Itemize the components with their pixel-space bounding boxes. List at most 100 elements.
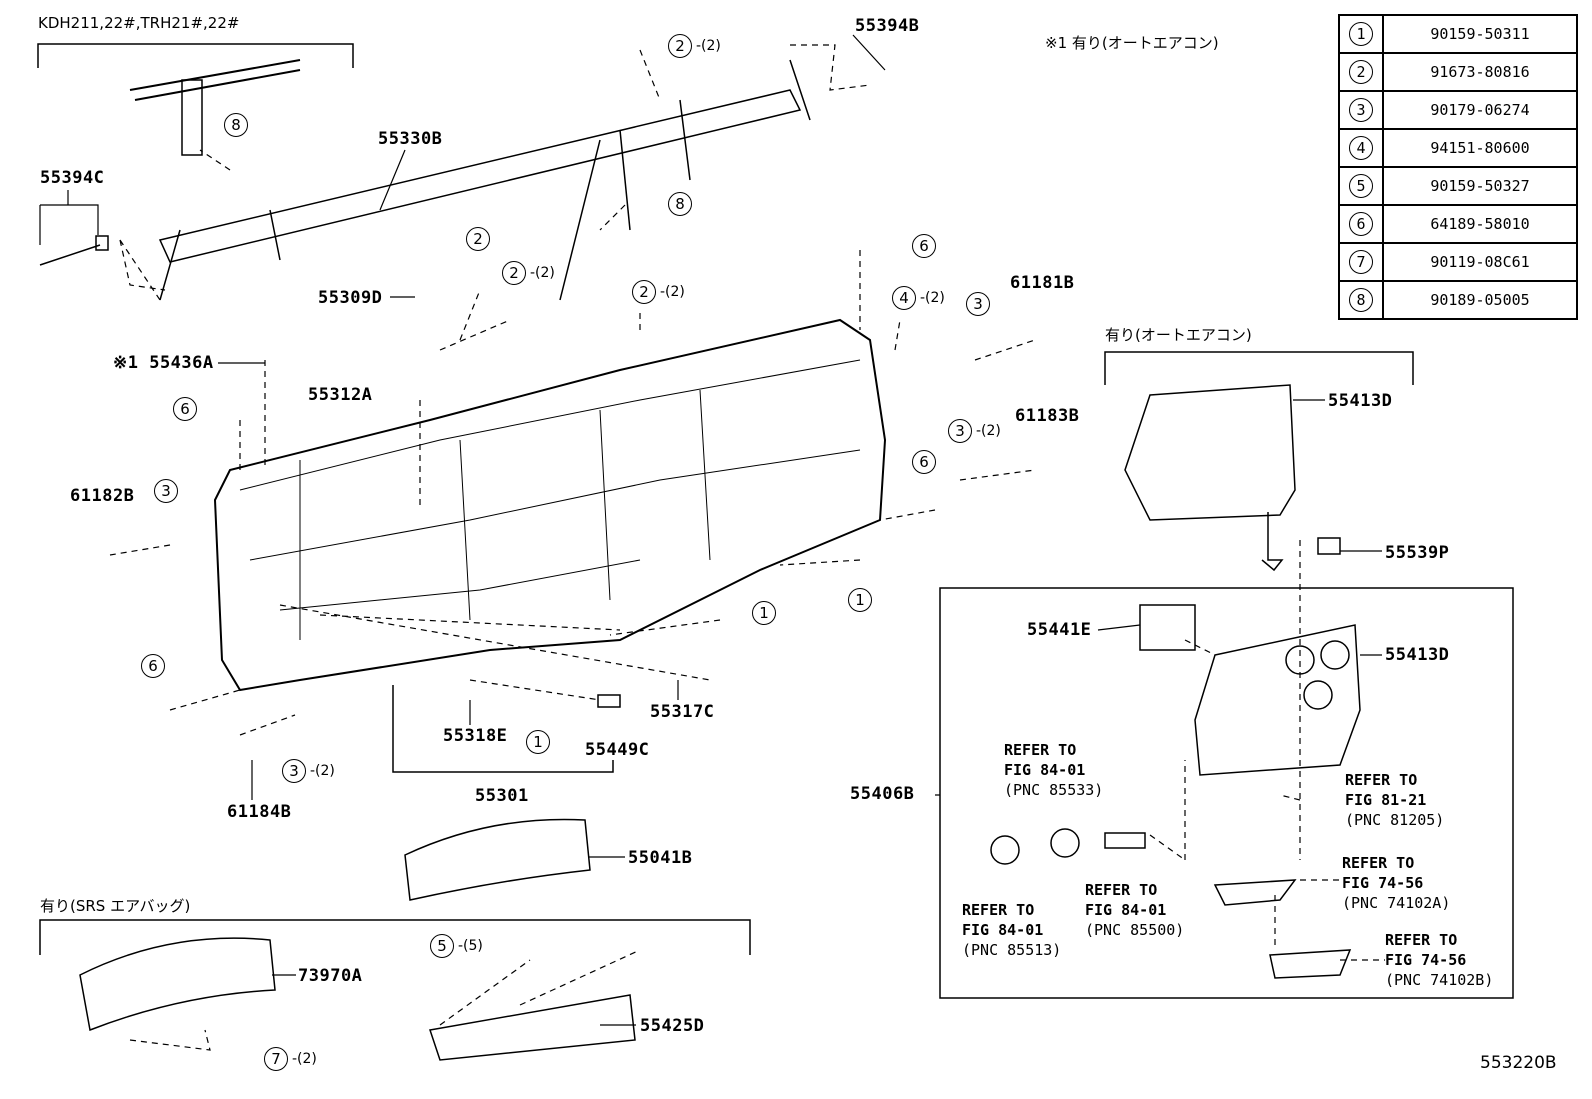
fastener-callout[interactable]: 1 (752, 601, 776, 625)
ref-pnc: (PNC 85500) (1085, 921, 1185, 939)
fastener-callout[interactable]: 8 (668, 192, 692, 216)
model-bracket (37, 43, 354, 68)
ref-figure: FIG 74-56 (1342, 874, 1424, 892)
fastener-callout[interactable]: 3-(2) (948, 419, 1001, 443)
part-55436A[interactable]: ※1 55436A (113, 353, 214, 373)
fastener-callout[interactable]: 3 (154, 479, 178, 503)
fastener-callout[interactable]: 8 (224, 113, 248, 137)
legend-part-number[interactable]: 94151-80600 (1382, 128, 1578, 168)
callout-number: 7 (264, 1047, 288, 1071)
legend-part-number[interactable]: 90159-50327 (1382, 166, 1578, 206)
ref-label: REFER TO (962, 901, 1035, 919)
callout-quantity: -(2) (530, 265, 555, 281)
part-55330B[interactable]: 55330B (378, 129, 443, 149)
ref-pnc: (PNC 85533) (1004, 781, 1104, 799)
part-61181B[interactable]: 61181B (1010, 273, 1075, 293)
part-61182B[interactable]: 61182B (70, 486, 135, 506)
callout-number: 1 (752, 601, 776, 625)
part-73970A[interactable]: 73970A (298, 966, 363, 986)
callout-number: 8 (224, 113, 248, 137)
airbag-assembly (79, 937, 276, 1032)
legend-part-number[interactable]: 91673-80816 (1382, 52, 1578, 92)
part-55406B[interactable]: 55406B (850, 784, 915, 804)
legend-part-number[interactable]: 90179-06274 (1382, 90, 1578, 130)
fastener-callout[interactable]: 1 (526, 730, 550, 754)
fastener-callout[interactable]: 5-(5) (430, 934, 483, 958)
callout-number: 2 (668, 34, 692, 58)
callout-quantity: -(2) (292, 1051, 317, 1067)
auto-ac-note: ※1 有り(オートエアコン) (1045, 34, 1219, 52)
callout-number: 1 (526, 730, 550, 754)
legend-number: 1 (1338, 14, 1384, 54)
part-61184B[interactable]: 61184B (227, 802, 292, 822)
fastener-callout[interactable]: 6 (173, 397, 197, 421)
part-61183B[interactable]: 61183B (1015, 406, 1080, 426)
auto-ac-bracket (1104, 351, 1414, 385)
callout-number: 5 (430, 934, 454, 958)
part-55441E[interactable]: 55441E (1027, 620, 1092, 640)
callout-number: 6 (912, 450, 936, 474)
ref-pnc: (PNC 81205) (1345, 811, 1445, 829)
callout-number: 3 (154, 479, 178, 503)
callout-number: 2 (632, 280, 656, 304)
ref-pnc: (PNC 85513) (962, 941, 1062, 959)
fastener-callout[interactable]: 1 (848, 588, 872, 612)
ref-figure: FIG 81-21 (1345, 791, 1427, 809)
legend-number: 8 (1338, 280, 1384, 320)
part-55309D[interactable]: 55309D (318, 288, 383, 308)
legend-part-number[interactable]: 90119-08C61 (1382, 242, 1578, 282)
fastener-callout[interactable]: 6 (141, 654, 165, 678)
fastener-callout[interactable]: 2 (466, 227, 490, 251)
legend-part-number[interactable]: 90189-05005 (1382, 280, 1578, 320)
fastener-callout[interactable]: 2-(2) (632, 280, 685, 304)
part-55318E[interactable]: 55318E (443, 726, 508, 746)
fastener-callout[interactable]: 7-(2) (264, 1047, 317, 1071)
part-55425D[interactable]: 55425D (640, 1016, 705, 1036)
drawing-code: 553220B (1480, 1053, 1557, 1073)
part-55317C[interactable]: 55317C (650, 702, 715, 722)
callout-quantity: -(5) (458, 938, 483, 954)
legend-part-number[interactable]: 64189-58010 (1382, 204, 1578, 244)
legend-number: 7 (1338, 242, 1384, 282)
callout-number: 8 (668, 192, 692, 216)
part-55413D-upper[interactable]: 55413D (1328, 391, 1393, 411)
part-55394B[interactable]: 55394B (855, 16, 920, 36)
part-55539P[interactable]: 55539P (1385, 543, 1450, 563)
fastener-callout[interactable]: 3 (966, 292, 990, 316)
instrument-panel (213, 318, 887, 692)
fastener-callout[interactable]: 6 (912, 234, 936, 258)
part-55312A[interactable]: 55312A (308, 385, 373, 405)
ref-pnc: (PNC 74102B) (1385, 971, 1494, 989)
ref-figure: FIG 84-01 (1085, 901, 1167, 919)
fastener-callout[interactable]: 3-(2) (282, 759, 335, 783)
part-55394C[interactable]: 55394C (40, 168, 105, 188)
part-55449C[interactable]: 55449C (585, 740, 650, 760)
fastener-callout[interactable]: 4-(2) (892, 286, 945, 310)
part-55041B[interactable]: 55041B (628, 848, 693, 868)
part-55413D-lower[interactable]: 55413D (1385, 645, 1450, 665)
legend-number: 3 (1338, 90, 1384, 130)
fastener-callout[interactable]: 6 (912, 450, 936, 474)
ref-pnc: (PNC 74102A) (1342, 894, 1451, 912)
callout-quantity: -(2) (976, 423, 1001, 439)
fastener-callout[interactable]: 2-(2) (668, 34, 721, 58)
part-55301[interactable]: 55301 (475, 786, 529, 806)
ref-label: REFER TO (1004, 741, 1077, 759)
legend-number: 5 (1338, 166, 1384, 206)
callout-number: 6 (141, 654, 165, 678)
callout-quantity: -(2) (696, 38, 721, 54)
fastener-callout[interactable]: 2-(2) (502, 261, 555, 285)
legend-part-number[interactable]: 90159-50311 (1382, 14, 1578, 54)
reinforcement-beam (158, 89, 802, 263)
model-note: KDH211,22#,TRH21#,22# (38, 14, 240, 32)
